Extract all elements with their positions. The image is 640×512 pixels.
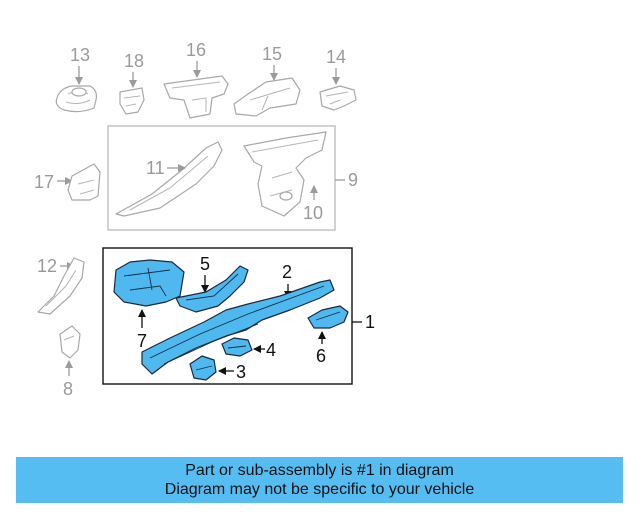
part-7: 7 bbox=[113, 259, 185, 351]
part-15: 15 bbox=[233, 44, 301, 117]
callout-13: 13 bbox=[70, 45, 90, 65]
info-banner: Part or sub-assembly is #1 in diagram Di… bbox=[16, 457, 623, 503]
part-3: 3 bbox=[189, 355, 246, 382]
callout-4: 4 bbox=[266, 340, 276, 360]
callout-15: 15 bbox=[262, 44, 282, 64]
callout-8: 8 bbox=[63, 379, 73, 399]
callout-18: 18 bbox=[124, 51, 144, 71]
callout-7: 7 bbox=[137, 331, 147, 351]
part-4: 4 bbox=[221, 337, 276, 360]
part-13: 13 bbox=[55, 45, 97, 113]
banner-line-1: Part or sub-assembly is #1 in diagram bbox=[185, 462, 454, 479]
callout-11: 11 bbox=[146, 158, 165, 178]
parts-diagram: 13 18 16 15 14 9 11 bbox=[34, 40, 375, 399]
callout-10: 10 bbox=[303, 203, 323, 223]
group-1-selected: 1 bbox=[102, 247, 375, 385]
part-14: 14 bbox=[319, 47, 357, 111]
part-2: 2 bbox=[141, 262, 335, 375]
callout-16: 16 bbox=[186, 40, 206, 60]
part-12: 12 bbox=[37, 256, 85, 315]
callout-17: 17 bbox=[34, 172, 54, 192]
part-16: 16 bbox=[163, 40, 229, 119]
callout-14: 14 bbox=[326, 47, 346, 67]
part-17: 17 bbox=[34, 163, 101, 201]
part-18: 18 bbox=[119, 51, 145, 115]
callout-3: 3 bbox=[236, 362, 246, 382]
part-5: 5 bbox=[175, 254, 249, 313]
banner-line-2: Diagram may not be specific to your vehi… bbox=[164, 481, 475, 498]
part-8: 8 bbox=[59, 325, 81, 399]
callout-6: 6 bbox=[316, 346, 326, 366]
callout-2: 2 bbox=[282, 262, 292, 282]
part-6: 6 bbox=[307, 305, 349, 366]
part-11 bbox=[115, 141, 223, 217]
callout-9: 9 bbox=[348, 170, 358, 190]
group-9: 9 11 10 bbox=[107, 125, 358, 231]
callout-12: 12 bbox=[37, 256, 57, 276]
callout-5: 5 bbox=[200, 254, 210, 274]
callout-1: 1 bbox=[365, 312, 375, 332]
